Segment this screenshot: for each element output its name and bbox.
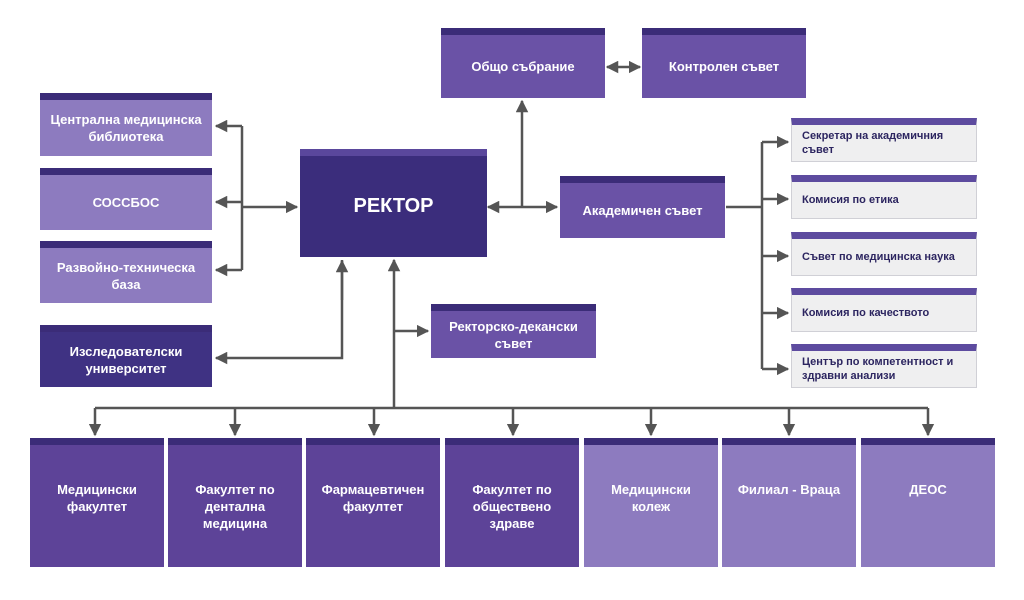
faculty-public-health-label: Факултет по обществено здраве: [472, 482, 552, 531]
academic-council-box: Академичен съвет: [560, 176, 725, 238]
general-assembly-label: Общо събрание: [471, 59, 575, 74]
right-item-3: Съвет по медицинска наука: [791, 232, 977, 276]
faculty-medicine-label: Медицински факултет: [57, 482, 137, 514]
library-box: Централна медицинска библиотека: [40, 93, 212, 156]
medical-college: Медицински колеж: [584, 438, 718, 567]
control-council-label: Контролен съвет: [668, 59, 780, 74]
right-item-1: Секретар на академичния съвет: [791, 118, 977, 162]
right-item-3-label: Съвет по медицинска наука: [802, 251, 955, 263]
research-university-label: Изследователски университет: [69, 343, 183, 376]
right-item-5: Център по компетентност и здравни анализ…: [791, 344, 977, 388]
research-university-box: Изследователски университет: [40, 325, 212, 387]
control-council-box: Контролен съвет: [642, 28, 806, 98]
right-item-1-label: Секретар на академичния съвет: [802, 130, 944, 156]
dev-base-label: Развойно-техническа база: [56, 259, 196, 292]
faculty-medicine: Медицински факултет: [30, 438, 164, 567]
general-assembly-box: Общо събрание: [441, 28, 605, 98]
rector-deans-council-label: Ректорско-декански съвет: [449, 318, 578, 351]
deos-label: ДЕОС: [909, 482, 947, 497]
branch-vratsa-label: Филиал - Враца: [737, 482, 841, 497]
sossbos-label: СОССБОС: [92, 195, 160, 210]
deos: ДЕОС: [861, 438, 995, 567]
arrow-to-research-university: [214, 260, 344, 365]
faculty-public-health: Факултет по обществено здраве: [445, 438, 579, 567]
right-item-4-label: Комисия по качеството: [802, 307, 930, 319]
faculty-dental-medicine-label: Факултет по дентална медицина: [195, 482, 275, 531]
dev-base-box: Развойно-техническа база: [40, 241, 212, 303]
right-item-2: Комисия по етика: [791, 175, 977, 219]
right-item-5-label: Център по компетентност и здравни анализ…: [802, 356, 954, 382]
branch-vratsa: Филиал - Враца: [722, 438, 856, 567]
right-item-4: Комисия по качеството: [791, 288, 977, 332]
rector-deans-council-box: Ректорско-декански съвет: [431, 304, 596, 358]
faculty-pharmacy: Фармацевтичен факултет: [306, 438, 440, 567]
sossbos-box: СОССБОС: [40, 168, 212, 230]
library-label: Централна медицинска библиотека: [50, 112, 202, 144]
medical-college-label: Медицински колеж: [611, 482, 691, 514]
rector-label: РЕКТОР: [353, 195, 434, 217]
faculty-pharmacy-label: Фармацевтичен факултет: [321, 482, 425, 514]
academic-council-label: Академичен съвет: [582, 203, 703, 218]
right-item-2-label: Комисия по етика: [802, 194, 899, 206]
faculty-dental-medicine: Факултет по дентална медицина: [168, 438, 302, 567]
rector-box: РЕКТОР: [300, 149, 487, 257]
